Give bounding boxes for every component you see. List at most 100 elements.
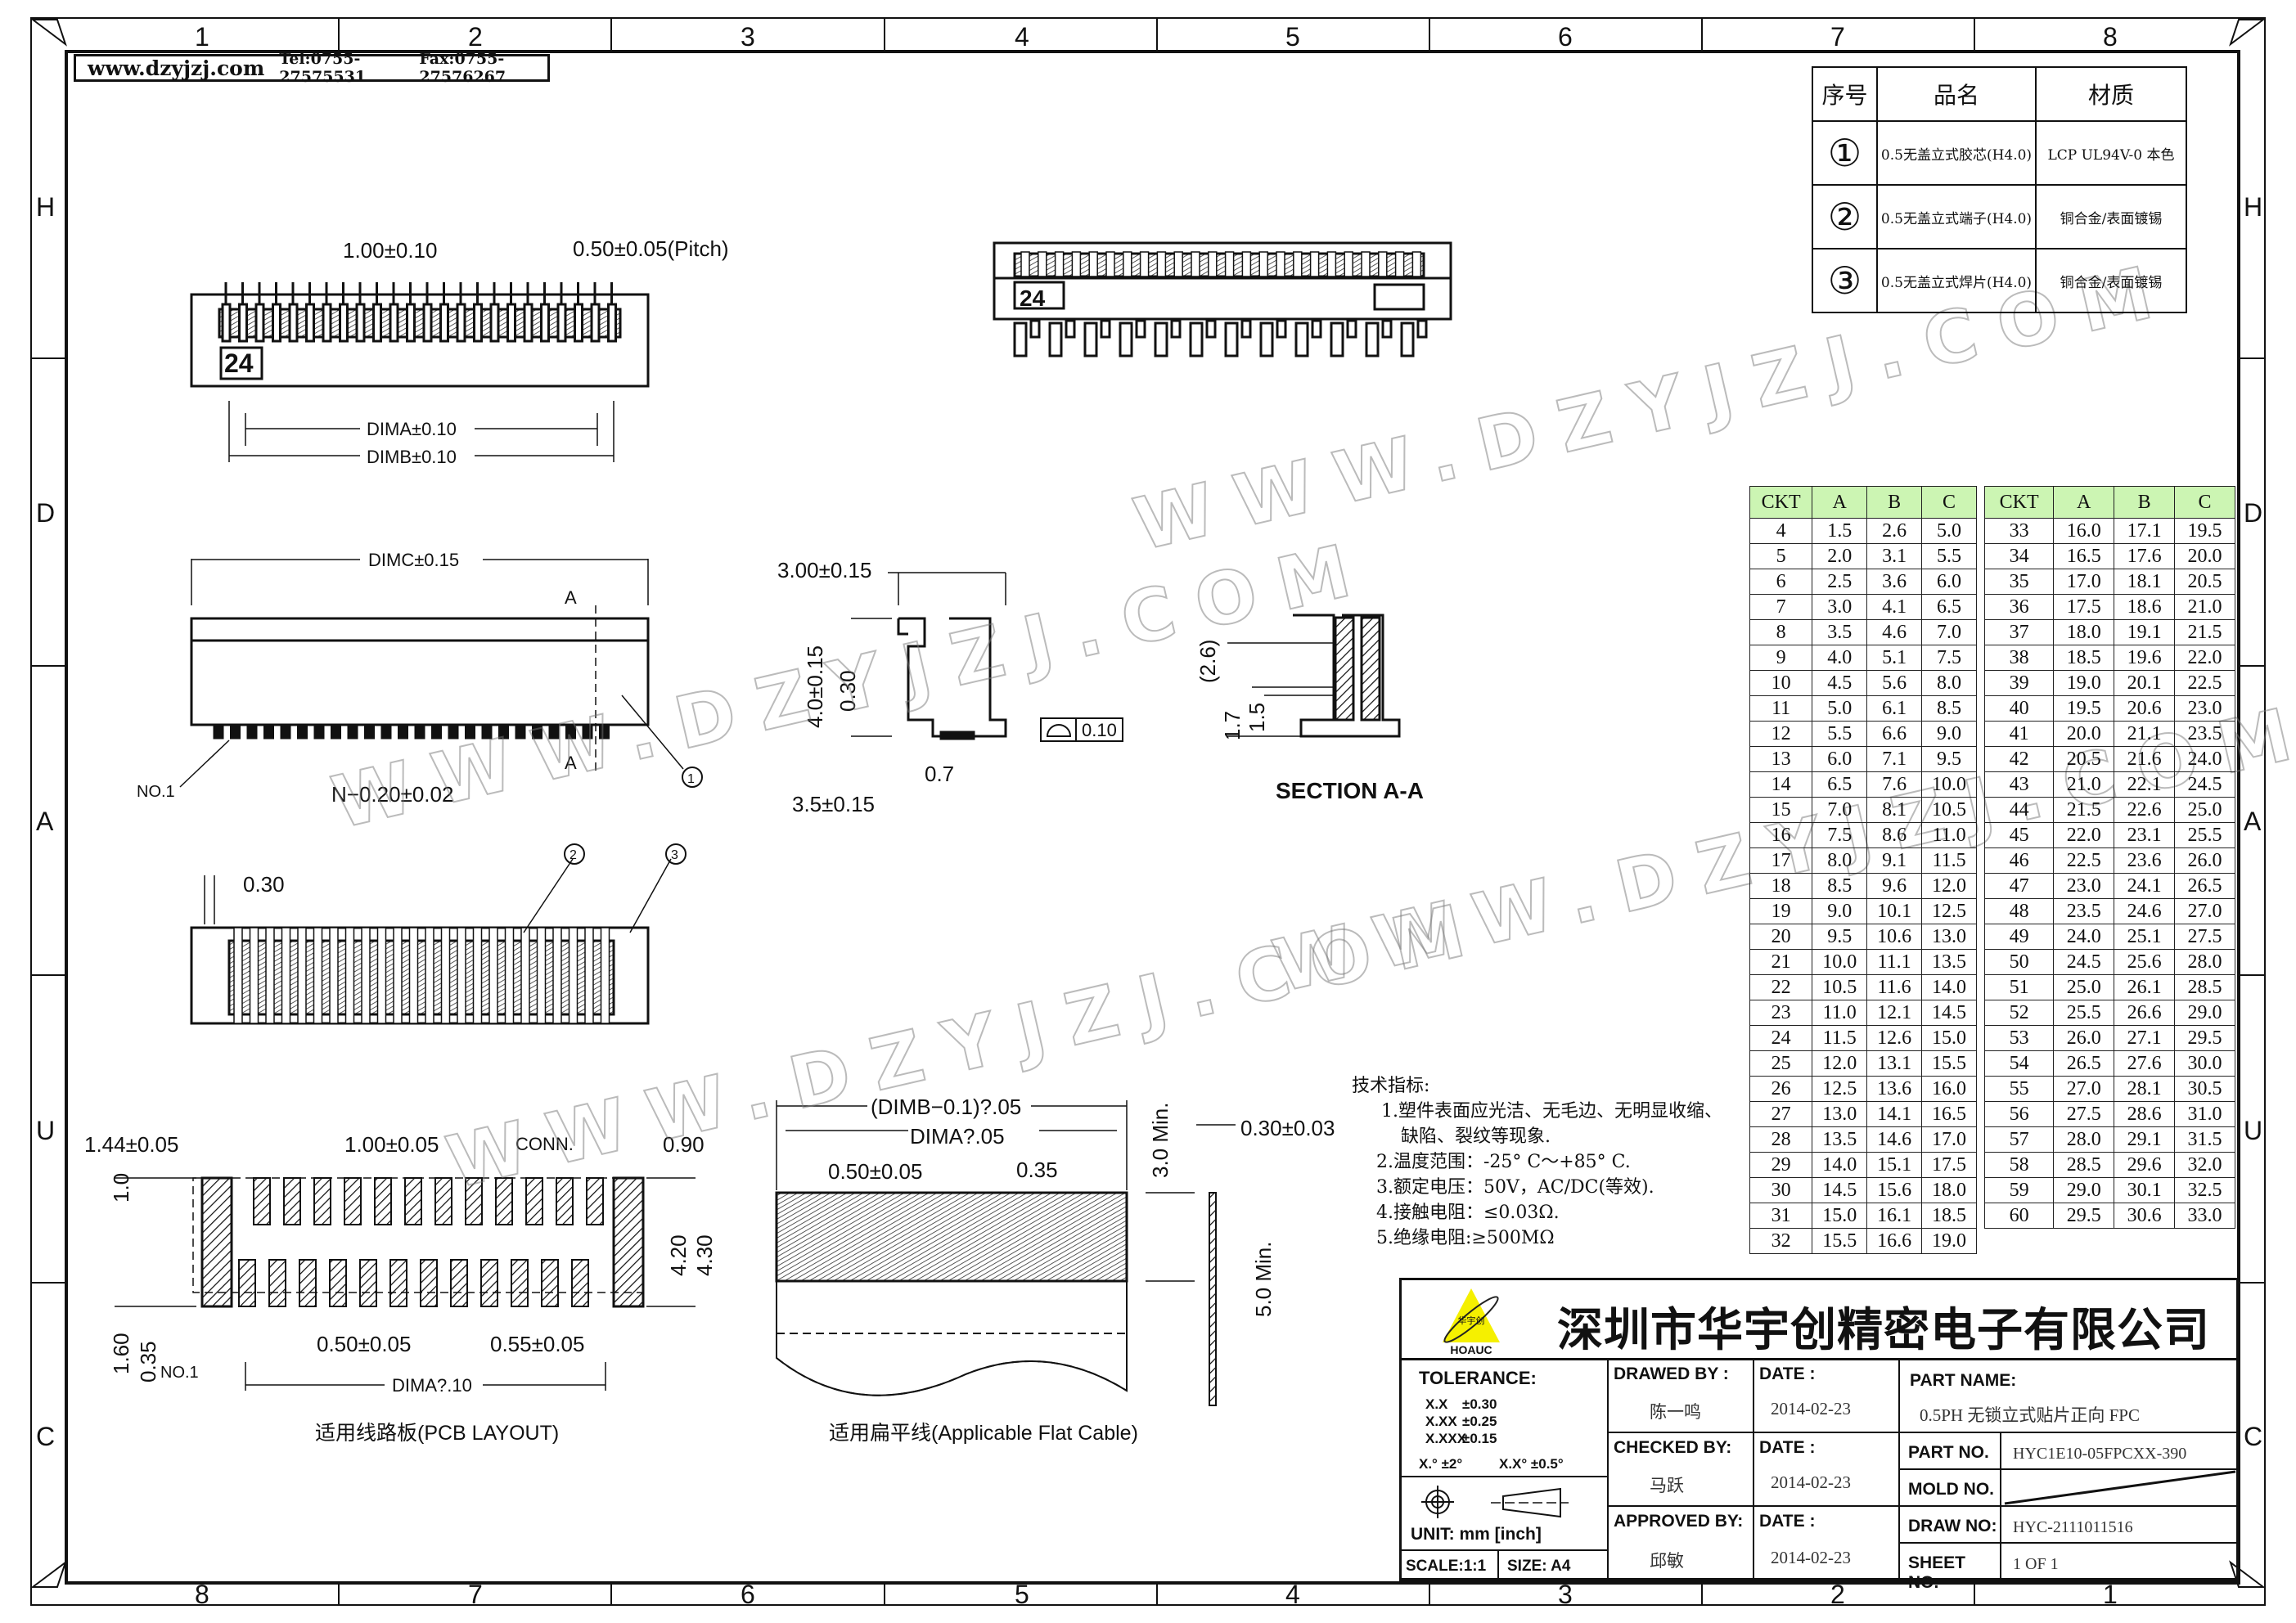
zone-row-label: D: [36, 498, 55, 528]
ckt-cell-c: 10.0: [1921, 771, 1977, 798]
dim-bottom-030: 0.30: [243, 872, 285, 897]
ckt-cell-a: 5.5: [1812, 721, 1868, 747]
ckt-cell-c: 25.0: [2174, 797, 2235, 823]
ckt-cell-a: 12.0: [1812, 1050, 1868, 1077]
technical-specs: 技术指标: 1.塑件表面应光洁、无毛边、无明显收缩、 缺陷、裂纹等现象. 2.温…: [1352, 1073, 1722, 1251]
parts-header-name: 品名: [1876, 66, 2037, 122]
title-block: 华宇创 HOAUC 深圳市华宇创精密电子有限公司 TOLERANCE: X.X …: [1399, 1278, 2239, 1592]
zone-column-label: 1: [195, 22, 209, 52]
ckt-cell-b: 16.6: [1866, 1228, 1923, 1254]
bubble-2: 2: [569, 848, 577, 862]
pcb-caption: 适用线路板(PCB LAYOUT): [315, 1422, 559, 1445]
dim-side-030: 0.30: [835, 670, 860, 712]
ckt-cell-ckt: 33: [1983, 518, 2055, 544]
scale-label: SCALE:1:1: [1406, 1558, 1487, 1575]
ckt-cell-b: 10.1: [1866, 898, 1923, 924]
ckt-cell-b: 23.6: [2114, 847, 2176, 874]
zone-row-label: U: [36, 1116, 55, 1145]
tol-val: ±0.15: [1462, 1431, 1497, 1446]
ckt-cell-c: 15.5: [1921, 1050, 1977, 1077]
ckt-cell-ckt: 36: [1983, 594, 2055, 620]
ckt-cell-ckt: 26: [1749, 1076, 1813, 1102]
ckt-cell-a: 9.0: [1812, 898, 1868, 924]
ckt-cell-a: 22.0: [2053, 822, 2115, 848]
size-label: SIZE: A4: [1507, 1558, 1571, 1575]
pcb-dim-430: 4.30: [692, 1234, 717, 1276]
ckt-cell-b: 12.6: [1866, 1025, 1923, 1051]
zone-column-label: 4: [1015, 22, 1029, 52]
date-value: 2014-02-23: [1771, 1472, 1851, 1492]
ckt-cell-ckt: 48: [1983, 898, 2055, 924]
parts-row: ① 0.5无盖立式胶芯(H4.0) LCP UL94V-0 本色: [1812, 120, 2187, 186]
unit-box: UNIT: mm [inch]: [1399, 1476, 1609, 1551]
dim-b: DIMB±0.10: [367, 447, 457, 467]
ckt-cell-c: 30.0: [2174, 1050, 2235, 1077]
sheet-no-label-cell: SHEET NO.: [1898, 1542, 2001, 1592]
checked-by-label: CHECKED BY:: [1614, 1438, 1732, 1457]
ckt-cell-a: 23.0: [2053, 873, 2115, 899]
ckt-cell-ckt: 31: [1749, 1203, 1813, 1229]
zone-row-label: C: [36, 1422, 55, 1451]
ckt-cell-b: 25.6: [2114, 949, 2176, 975]
ckt-cell-a: 28.0: [2053, 1126, 2115, 1153]
fpc-dim-050: 0.50±0.05: [828, 1159, 922, 1184]
ckt-cell-ckt: 8: [1749, 619, 1813, 645]
ckt-cell-b: 3.6: [1866, 569, 1923, 595]
ckt-cell-c: 20.0: [2174, 543, 2235, 569]
website-link[interactable]: www.dzyjzj.com: [88, 56, 265, 80]
ckt-cell-b: 26.1: [2114, 974, 2176, 1000]
ckt-cell-c: 16.0: [1921, 1076, 1977, 1102]
pcb-layout: [115, 1176, 696, 1391]
ckt-cell-c: 26.0: [2174, 847, 2235, 874]
ckt-cell-ckt: 44: [1983, 797, 2055, 823]
bottom-view-connector: [190, 843, 687, 1025]
ckt-cell-c: 27.5: [2174, 924, 2235, 950]
tol-key: X.XXX: [1425, 1431, 1467, 1446]
company-logo: 华宇创 HOAUC: [1443, 1288, 1500, 1356]
ckt-cell-a: 11.5: [1812, 1025, 1868, 1051]
pcb-dim-090: 0.90: [663, 1132, 705, 1157]
ckt-cell-a: 16.0: [2053, 518, 2115, 544]
ckt-cell-b: 30.1: [2114, 1177, 2176, 1203]
zone-column-label: 5: [1015, 1580, 1029, 1609]
parts-row: ③ 0.5无盖立式焊片(H4.0) 铜合金/表面镀锡: [1812, 248, 2187, 313]
ckt-cell-a: 14.5: [1812, 1177, 1868, 1203]
drawed-by-label: DRAWED BY :: [1614, 1364, 1729, 1383]
ckt-cell-ckt: 49: [1983, 924, 2055, 950]
ckt-cell-b: 16.1: [1866, 1203, 1923, 1229]
ckt-cell-ckt: 12: [1749, 721, 1813, 747]
zone-column-label: 6: [741, 1580, 755, 1609]
ckt-cell-c: 23.5: [2174, 721, 2235, 747]
ckt-cell-b: 12.1: [1866, 1000, 1923, 1026]
dim-sec-17: 1.7: [1220, 711, 1245, 740]
ckt-cell-a: 6.5: [1812, 771, 1868, 798]
ckt-cell-b: 11.6: [1866, 974, 1923, 1000]
pin-count-label: 24: [224, 348, 254, 378]
side-profile-view: [851, 572, 1123, 742]
ckt-cell-c: 7.5: [1921, 645, 1977, 671]
dim-pitch-1: 1.00±0.10: [343, 238, 437, 263]
ckt-cell-c: 24.0: [2174, 746, 2235, 772]
ckt-cell-ckt: 59: [1983, 1177, 2055, 1203]
ckt-cell-a: 17.5: [2053, 594, 2115, 620]
ckt-cell-ckt: 16: [1749, 822, 1813, 848]
ckt-cell-ckt: 10: [1749, 670, 1813, 696]
draw-no-label: DRAW NO:: [1908, 1517, 1997, 1535]
size-box: SIZE: A4: [1497, 1549, 1609, 1582]
ckt-cell-b: 23.1: [2114, 822, 2176, 848]
specs-title: 技术指标:: [1352, 1076, 1430, 1096]
ckt-cell-a: 24.5: [2053, 949, 2115, 975]
section-mark-bottom: A: [565, 753, 577, 773]
ckt-cell-ckt: 6: [1749, 569, 1813, 595]
dim-side-35: 3.5±0.15: [792, 792, 875, 816]
angle-tol: X.° ±2°: [1419, 1456, 1463, 1472]
zone-column-label: 7: [468, 1580, 483, 1609]
